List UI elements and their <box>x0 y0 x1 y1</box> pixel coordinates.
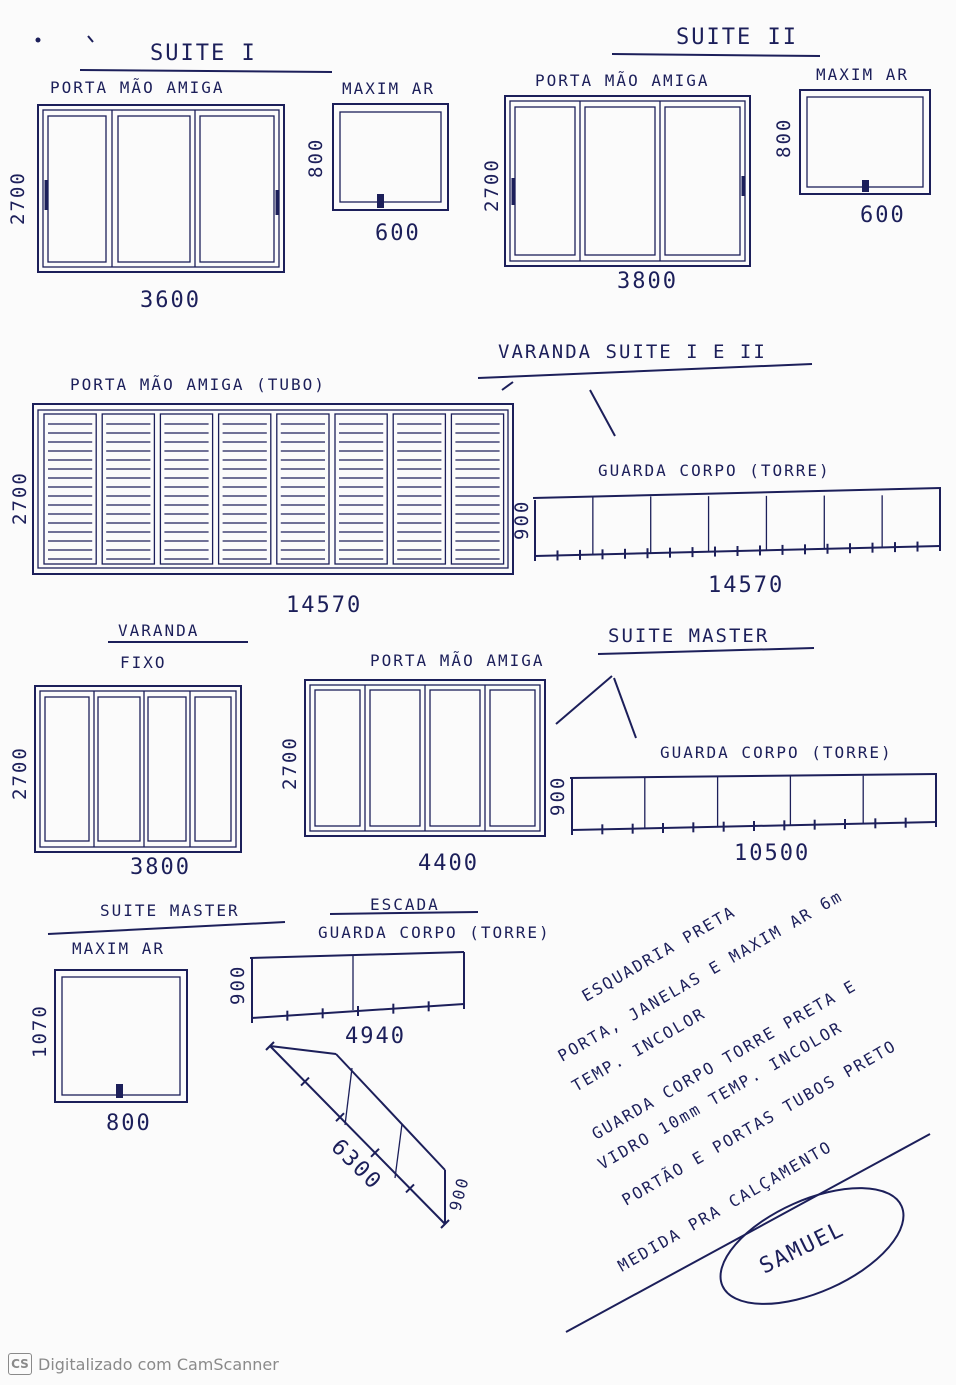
stairs-section: ESCADA GUARDA CORPO (TORRE) 900 4940 630… <box>227 895 551 1229</box>
stairs-title: ESCADA <box>370 895 440 914</box>
varanda-fixed-width: 3800 <box>130 855 191 880</box>
slope-fixing <box>440 1219 450 1229</box>
master-window-width: 800 <box>106 1111 152 1136</box>
louver-leaf <box>217 413 272 565</box>
louver-leaf <box>334 413 388 565</box>
suite2-window-height: 800 <box>773 118 795 158</box>
varanda-suites-title: VARANDA SUITE I E II <box>498 341 767 363</box>
suite2-window-width: 600 <box>860 203 906 228</box>
varanda-fixed-label: FIXO <box>120 653 167 672</box>
master-section: PORTA MÃO AMIGA 2700 4400 SUITE MASTER G… <box>279 625 938 876</box>
slope-fixing <box>300 1076 310 1087</box>
master-window-height: 1070 <box>29 1004 51 1058</box>
suite2-door-width: 3800 <box>617 269 678 294</box>
master-window-title: SUITE MASTER <box>100 901 240 920</box>
varanda-suites-underline <box>477 363 813 379</box>
signature-oval <box>719 1187 905 1305</box>
louver-leaf <box>450 413 505 565</box>
louver-leaf <box>101 413 156 565</box>
suite2-window-label: MAXIM AR <box>816 65 909 84</box>
stairs-rail-width: 4940 <box>345 1024 406 1049</box>
master-door-width: 4400 <box>418 851 479 876</box>
suite1-door-drawing <box>37 104 285 273</box>
louver-leaf <box>43 413 97 565</box>
varanda-suites-pointer-short <box>501 381 514 391</box>
suite1-window-height: 800 <box>305 138 327 178</box>
varanda-section: VARANDA FIXO 2700 3800 <box>9 621 248 880</box>
suite1-title-underline <box>79 69 333 73</box>
stairs-slope-drawing <box>265 1041 450 1229</box>
varanda-title: VARANDA <box>118 621 199 640</box>
suite2-window-drawing <box>799 89 931 195</box>
varanda-suites-pointer <box>589 389 616 437</box>
notes-section: ESQUADRIA PRETA PORTA, JANELAS E MAXIM A… <box>555 886 931 1333</box>
slope-fixing <box>405 1183 415 1194</box>
varanda-suites-door-drawing <box>32 403 514 575</box>
scan-tick <box>87 35 94 43</box>
master-window-drawing <box>54 969 188 1103</box>
varanda-suites-door-width: 14570 <box>286 593 362 618</box>
varanda-suites-rail-drawing <box>532 487 942 561</box>
varanda-fixed-drawing <box>34 685 242 853</box>
master-title: SUITE MASTER <box>608 625 769 647</box>
varanda-suites-rail-height: 900 <box>511 500 533 540</box>
signature: SAMUEL <box>756 1217 849 1280</box>
master-rail-height: 900 <box>547 776 569 816</box>
stairs-rail-label: GUARDA CORPO (TORRE) <box>318 923 551 942</box>
louver-leaf <box>276 413 330 565</box>
varanda-suites-door-label: PORTA MÃO AMIGA (TUBO) <box>70 375 326 394</box>
master-rail-label: GUARDA CORPO (TORRE) <box>660 743 893 762</box>
suite2-door-height: 2700 <box>481 158 503 212</box>
varanda-suites-rail-label: GUARDA CORPO (TORRE) <box>598 461 831 480</box>
varanda-suites-rail-width: 14570 <box>708 573 784 598</box>
louver-leaf <box>159 413 214 565</box>
suite1-window-width: 600 <box>375 221 421 246</box>
scanner-footer-text: Digitalizado com CamScanner <box>38 1354 279 1374</box>
master-window-label: MAXIM AR <box>72 939 165 958</box>
stairs-rail-drawing <box>249 951 465 1023</box>
master-rail-drawing <box>569 773 938 835</box>
master-window-title-underline <box>47 921 286 935</box>
stairs-rail-height: 900 <box>227 965 249 1005</box>
suite1-door-width: 3600 <box>140 288 201 313</box>
stairs-slope-length: 6300 <box>326 1135 387 1196</box>
scan-dot <box>35 37 41 43</box>
suite1-window-label: MAXIM AR <box>342 79 435 98</box>
suite2-section: SUITE II PORTA MÃO AMIGA 2700 3800 MAXIM… <box>481 25 931 294</box>
camscanner-logo-icon: CS <box>8 1353 32 1375</box>
master-door-height: 2700 <box>279 736 301 790</box>
stairs-title-underline <box>329 911 479 915</box>
suite2-title: SUITE II <box>676 25 798 50</box>
master-door-drawing <box>304 679 546 837</box>
master-title-underline <box>597 647 815 655</box>
slope-fixing <box>370 1148 380 1158</box>
suite2-title-underline <box>611 53 821 57</box>
master-window-section: SUITE MASTER MAXIM AR 1070 800 <box>29 901 286 1136</box>
master-pointer-right <box>613 677 637 739</box>
suite2-door-label: PORTA MÃO AMIGA <box>535 71 710 90</box>
louver-leaf <box>392 413 447 565</box>
master-door-label: PORTA MÃO AMIGA <box>370 651 545 670</box>
varanda-suites-section: VARANDA SUITE I E II PORTA MÃO AMIGA (TU… <box>9 341 942 618</box>
master-pointer-left <box>555 675 613 725</box>
varanda-suites-door-height: 2700 <box>9 471 31 525</box>
slope-fixing <box>335 1112 345 1122</box>
suite1-window-drawing <box>332 103 449 211</box>
suite2-door-drawing <box>504 95 751 267</box>
varanda-fixed-height: 2700 <box>9 746 31 800</box>
stairs-slope-height: 900 <box>446 1174 473 1213</box>
master-rail-width: 10500 <box>734 841 810 866</box>
suite1-section: SUITE I PORTA MÃO AMIGA 2700 3600 MAXIM … <box>7 41 449 313</box>
scanner-footer: CS Digitalizado com CamScanner <box>8 1353 279 1375</box>
suite1-door-height: 2700 <box>7 171 29 225</box>
suite1-title: SUITE I <box>150 41 257 66</box>
suite1-door-label: PORTA MÃO AMIGA <box>50 78 225 97</box>
slope-fixing <box>265 1041 275 1051</box>
